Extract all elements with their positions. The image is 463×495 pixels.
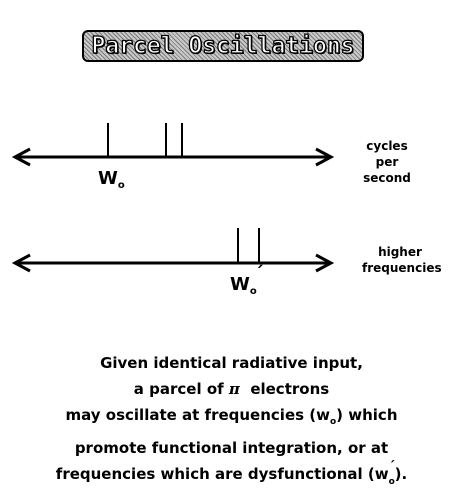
- top-axis-left-arrow: [11, 147, 31, 167]
- bottom-axis-left-arrow: [11, 253, 31, 273]
- bottom-frequency-axis: Wo´: [11, 228, 335, 297]
- caption-line-5-end: ).: [394, 465, 408, 483]
- caption-line-4: promote functional integration, or at: [74, 439, 389, 457]
- caption-line-3-end: ) which: [336, 406, 398, 424]
- caption-line-5-prime: ´: [388, 460, 396, 475]
- caption-line-5-text: frequencies which are dysfunctional (w: [55, 465, 389, 483]
- bottom-side-label-line-2: frequencies: [362, 261, 442, 275]
- bottom-marker-label: Wo´: [230, 263, 264, 297]
- top-side-label-line-1: cycles per: [366, 139, 408, 169]
- caption-line-5-subscript: o: [388, 477, 395, 487]
- top-axis-side-label: cycles per second: [356, 138, 418, 186]
- caption-line-3-text: may oscillate at frequencies (w: [65, 406, 330, 424]
- top-frequency-axis: Wo: [11, 123, 335, 191]
- caption-line-3-subscript: o: [329, 417, 337, 427]
- top-side-label-line-2: second: [363, 171, 411, 185]
- caption-line-5: frequencies which are dysfunctional (w´o…: [0, 460, 463, 487]
- caption-line-5-prime-sub: ´o: [389, 460, 396, 487]
- caption-line-1: Given identical radiative input,: [100, 354, 363, 372]
- diagram-title: Parcel Oscillations: [91, 32, 355, 59]
- pi-symbol: π: [228, 380, 240, 398]
- bottom-axis-side-label: higher frequencies: [362, 244, 442, 276]
- caption-line-2-post: electrons: [239, 380, 330, 398]
- caption-line-2: a parcel of π electrons: [0, 376, 463, 402]
- bottom-side-label-line-1: higher: [378, 245, 422, 259]
- bottom-axis-right-arrow: [315, 253, 335, 273]
- diagram-caption: Given identical radiative input, a parce…: [0, 350, 463, 487]
- top-axis-right-arrow: [315, 147, 335, 167]
- title-banner: Parcel Oscillations: [82, 30, 364, 62]
- caption-line-2-pre: a parcel of: [133, 380, 229, 398]
- caption-line-3: may oscillate at frequencies (wo) which: [0, 402, 463, 435]
- top-marker-label: Wo: [98, 168, 125, 191]
